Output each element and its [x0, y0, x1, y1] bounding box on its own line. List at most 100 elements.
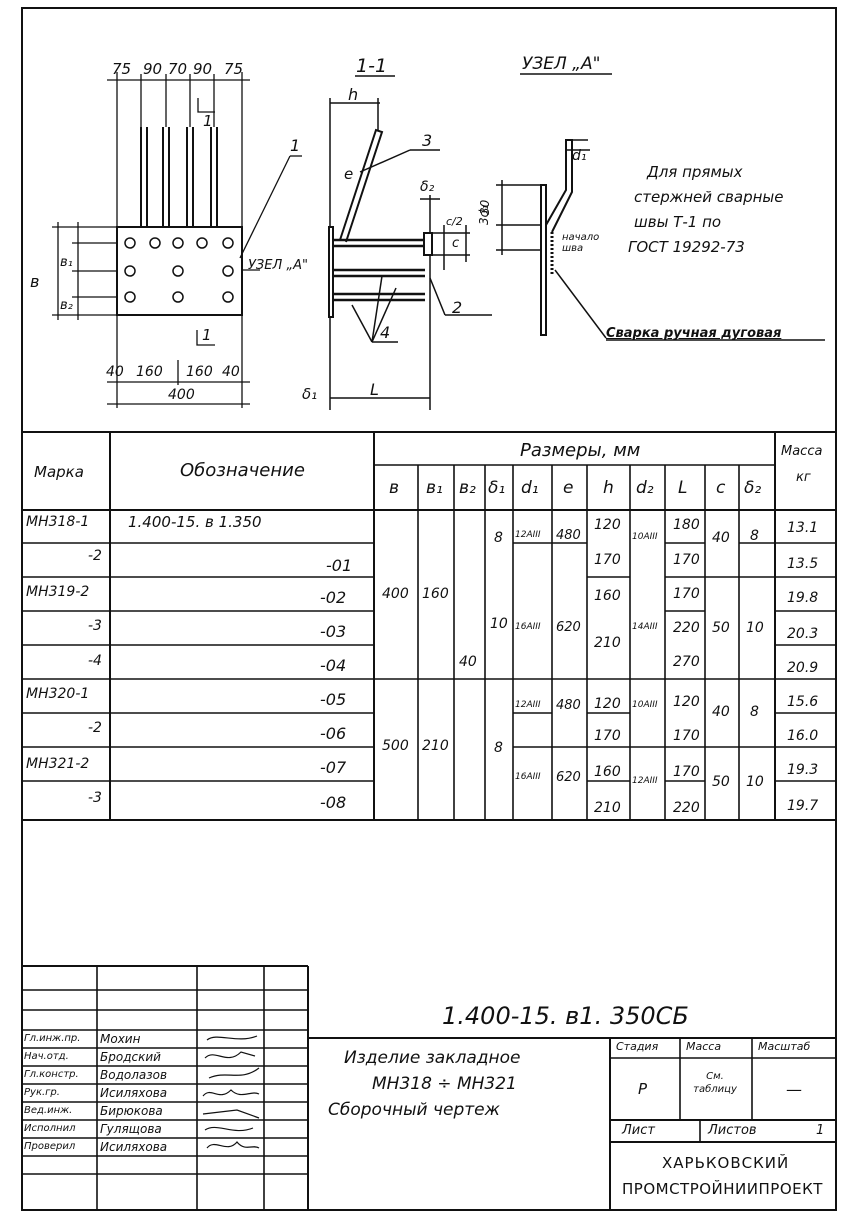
- th-L: L: [678, 478, 688, 498]
- cell-L-8: 170: [673, 764, 700, 780]
- dim-bottom-40b: 40: [222, 364, 240, 380]
- dim-top-75b: 75: [224, 60, 244, 78]
- cell-h-2: 170: [594, 552, 621, 568]
- stamp-masshtab-h: Масштаб: [758, 1040, 811, 1053]
- cell-h-5: 120: [594, 696, 621, 712]
- row-4-mass: 20.3: [787, 626, 819, 642]
- dim-total-400: 400: [168, 387, 195, 403]
- cell-delta1-8a: 8: [494, 530, 503, 546]
- th-e: e: [563, 478, 574, 498]
- row-4-oboz: -03: [320, 622, 347, 641]
- person-2-name: Бродский: [100, 1050, 161, 1064]
- dim-top-75a: 75: [112, 60, 132, 78]
- stamp-listov-h: Листов: [708, 1123, 757, 1138]
- cell-d2-1: 10AIII: [632, 532, 658, 542]
- stamp-massa-h: Масса: [686, 1040, 722, 1053]
- label-e: e: [344, 165, 354, 183]
- cell-e-4: 620: [556, 770, 581, 785]
- cell-d2-4: 12AIII: [632, 776, 658, 786]
- cell-L-2: 170: [673, 552, 700, 568]
- node-a-30: 30: [478, 199, 492, 215]
- cell-d1-2: 16AIII: [515, 622, 541, 632]
- side-dim-b: в: [30, 272, 40, 291]
- th-kg: кг: [796, 470, 811, 485]
- row-1-marka: МН318-1: [26, 514, 90, 530]
- person-3-name: Водолазов: [100, 1068, 168, 1082]
- note-line-4: ГОСТ 19292-73: [628, 238, 745, 256]
- cell-h-6: 170: [594, 728, 621, 744]
- stamp-title-1: Изделие закладное: [344, 1048, 521, 1068]
- stamp-stadia-h: Стадия: [616, 1040, 659, 1053]
- row-5-marka: -4: [88, 653, 102, 669]
- cell-delta2-1: 8: [750, 528, 759, 544]
- cell-delta1-10: 10: [490, 616, 508, 632]
- stamp-listov: 1: [816, 1123, 825, 1138]
- cell-h-4: 210: [594, 635, 621, 651]
- th-oboz: Обозначение: [180, 460, 305, 481]
- row-3-mass: 19.8: [787, 590, 819, 606]
- cell-L-9: 220: [673, 800, 700, 816]
- cell-e-3: 480: [556, 698, 581, 713]
- note-line-3: швы Т-1 по: [634, 213, 722, 231]
- cell-d1-4: 16AIII: [515, 772, 541, 782]
- row-6-oboz: -05: [320, 690, 347, 709]
- node-a: [496, 73, 825, 341]
- stamp-stadia: Р: [638, 1080, 648, 1098]
- cell-d1-3: 12AIII: [515, 700, 541, 710]
- cell-b1-160: 160: [422, 586, 449, 602]
- label-h: h: [348, 85, 359, 104]
- label-delta2: δ₂: [420, 179, 435, 195]
- signatures: [202, 1035, 260, 1149]
- th-delta1: δ₁: [488, 478, 506, 498]
- row-1-mass: 13.1: [787, 520, 819, 536]
- row-8-oboz: -07: [320, 758, 347, 777]
- node-a-weld-start: начало шва: [562, 232, 600, 254]
- row-4-marka: -3: [88, 618, 102, 634]
- cell-h-3: 160: [594, 588, 621, 604]
- section-1-1: [328, 75, 492, 410]
- node-a-title: УЗЕЛ „А": [522, 54, 601, 74]
- cut-mark-top: 1: [203, 112, 213, 130]
- person-4-name: Исиляхова: [100, 1086, 168, 1100]
- row-5-mass: 20.9: [787, 660, 819, 676]
- th-marka: Марка: [34, 463, 84, 481]
- person-3-role: Гл.констр.: [24, 1069, 79, 1080]
- th-delta2: δ₂: [744, 478, 762, 498]
- dim-top-70: 70: [168, 60, 188, 78]
- row-7-mass: 16.0: [787, 728, 819, 744]
- stamp-massa: См. таблицу: [693, 1071, 737, 1095]
- cell-delta2-4: 10: [746, 774, 764, 790]
- person-6-role: Исполнил: [24, 1123, 76, 1134]
- cell-d2-2: 14AIII: [632, 622, 658, 632]
- cell-b-400: 400: [382, 586, 409, 602]
- stamp-org-1: ХАРЬКОВСКИЙ: [662, 1154, 790, 1172]
- th-b2: в₂: [459, 478, 476, 498]
- cell-L-1: 180: [673, 517, 700, 533]
- cell-e-2: 620: [556, 620, 581, 635]
- dim-bottom-160a: 160: [136, 364, 163, 380]
- cell-b2-40: 40: [459, 654, 477, 670]
- cell-L-7: 170: [673, 728, 700, 744]
- cell-d2-3: 10AIII: [632, 700, 658, 710]
- cell-h-8: 210: [594, 800, 621, 816]
- th-massa: Масса: [781, 444, 823, 459]
- row-6-marka: МН320-1: [26, 686, 90, 702]
- cell-delta1-8b: 8: [494, 740, 503, 756]
- pos-2-label: 2: [452, 298, 463, 317]
- row-8-mass: 19.3: [787, 762, 819, 778]
- stamp-org-2: ПРОМСТРОЙНИИПРОЕКТ: [622, 1180, 823, 1198]
- row-3-oboz: -02: [320, 588, 347, 607]
- th-b: в: [389, 478, 400, 498]
- node-ref-label: УЗЕЛ „А": [248, 258, 308, 273]
- stamp-title-2: МН318 ÷ МН321: [372, 1074, 517, 1094]
- cell-b-500: 500: [382, 738, 409, 754]
- th-d2: d₂: [636, 478, 654, 498]
- row-9-marka: -3: [88, 790, 102, 806]
- cell-L-4: 220: [673, 620, 700, 636]
- stamp-title-3: Сборочный чертеж: [328, 1100, 500, 1120]
- stamp-masshtab: —: [786, 1080, 802, 1099]
- label-delta1: δ₁: [302, 385, 318, 403]
- person-6-name: Гулящова: [100, 1122, 162, 1136]
- th-c: c: [716, 478, 726, 498]
